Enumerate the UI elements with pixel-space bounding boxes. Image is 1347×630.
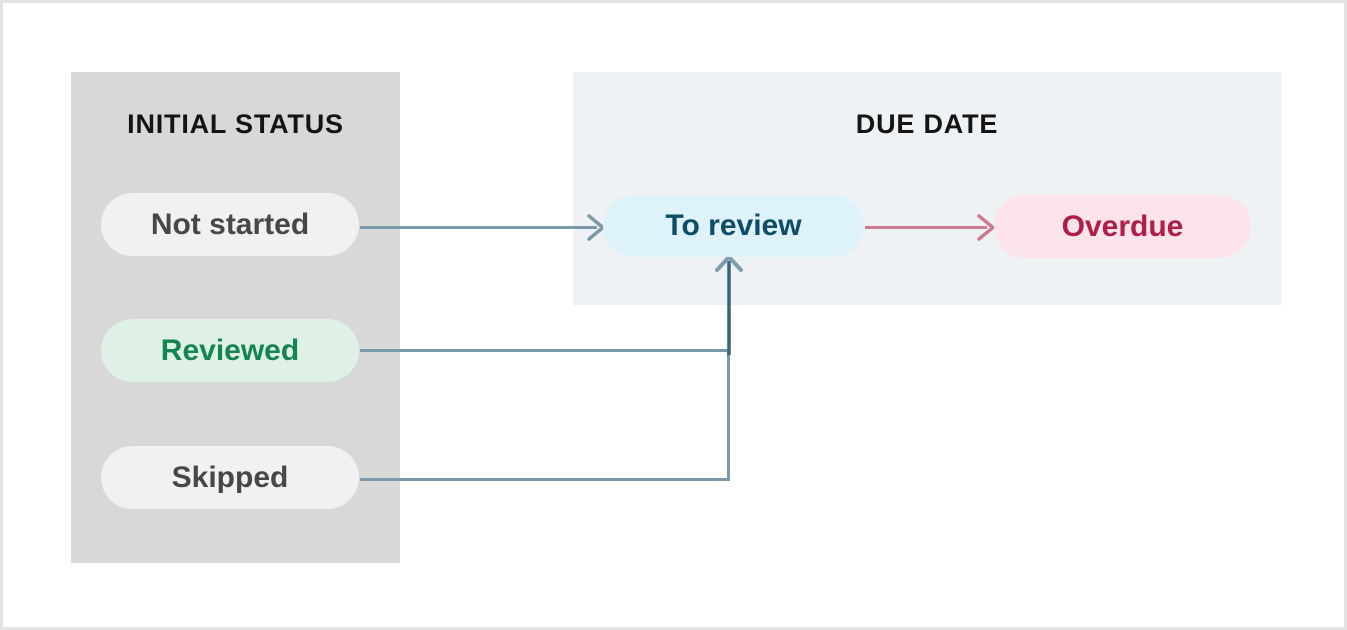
due-date-panel: DUE DATE: [573, 72, 1281, 305]
initial-status-title: INITIAL STATUS: [127, 109, 344, 139]
status-pill-overdue: Overdue: [994, 195, 1251, 258]
status-pill-not-started: Not started: [101, 193, 359, 256]
status-pill-reviewed: Reviewed: [101, 319, 359, 382]
status-pill-skipped: Skipped: [101, 446, 359, 509]
status-pill-to-review: To review: [603, 195, 864, 257]
status-pill-reviewed-label: Reviewed: [160, 333, 300, 367]
status-pill-not-started-label: Not started: [150, 207, 310, 241]
status-pill-overdue-label: Overdue: [1061, 209, 1184, 243]
due-date-title: DUE DATE: [855, 109, 999, 139]
status-pill-skipped-label: Skipped: [171, 460, 289, 494]
status-pill-to-review-label: To review: [665, 209, 802, 242]
connector-skipped-elbow: [360, 350, 730, 481]
